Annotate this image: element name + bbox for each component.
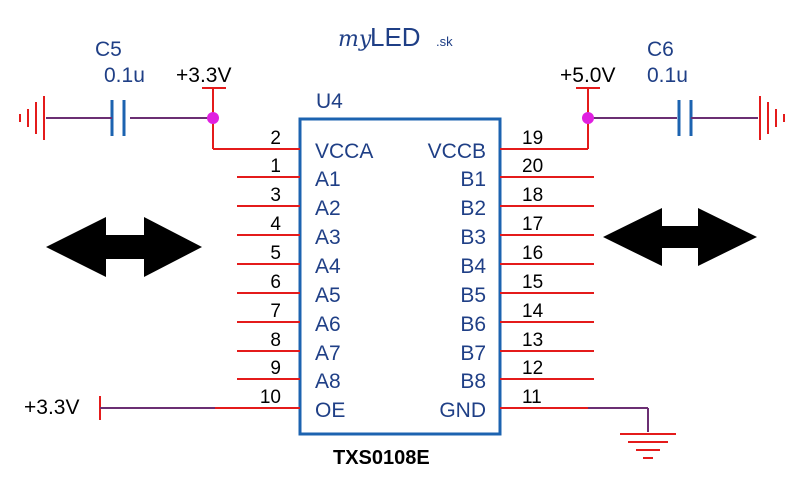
ground-icon (759, 96, 785, 140)
chip-designator: U4 (316, 90, 343, 113)
logo-caps-text: LED (370, 22, 421, 52)
pin-name: B4 (460, 255, 486, 278)
vcca-supply-net: +3.3V (130, 64, 240, 150)
pin-number: 9 (270, 358, 281, 379)
left-bidirectional-arrow-icon (46, 217, 202, 277)
logo-script-text: my (338, 27, 372, 52)
capacitor-c6: C6 0.1u (647, 38, 785, 140)
pin-number: 19 (522, 128, 543, 149)
capacitor-icon (110, 100, 126, 136)
junction-dot-icon (582, 112, 594, 124)
pin-number: 4 (270, 214, 281, 235)
pin-name: VCCB (428, 140, 486, 163)
chip-body (298, 117, 502, 436)
pin-number: 7 (270, 301, 281, 322)
capacitor-c5: C5 0.1u (19, 38, 145, 140)
oe-supply-net: +3.3V (24, 396, 215, 420)
pin-name: B3 (460, 226, 486, 249)
left-pin: 5A4 (237, 243, 341, 278)
pin-name: A5 (315, 284, 341, 307)
pin-number: 18 (522, 185, 543, 206)
left-pin: 1A1 (237, 156, 341, 191)
pin-name: B2 (460, 197, 486, 220)
pin-name: A6 (315, 313, 341, 336)
pin-name: GND (439, 399, 486, 422)
pin-number: 2 (270, 128, 281, 149)
left-pin: 9A8 (237, 358, 341, 393)
pin-number: 6 (270, 272, 281, 293)
pin-number: 20 (522, 156, 543, 177)
pin-number: 17 (522, 214, 543, 235)
pin-name: A1 (315, 168, 341, 191)
bidirectional-arrow-icon (46, 217, 202, 277)
c5-value: 0.1u (104, 64, 145, 87)
pin-number: 10 (260, 387, 281, 408)
pin-name: VCCA (315, 140, 373, 163)
gnd-net (588, 407, 676, 459)
left-pin: 3A2 (237, 185, 341, 220)
left-pin: 4A3 (237, 214, 341, 249)
pin-name: A3 (315, 226, 341, 249)
capacitor-icon (677, 100, 693, 136)
pin-number: 12 (522, 358, 543, 379)
ground-icon (620, 433, 676, 459)
pin-number: 5 (270, 243, 281, 264)
pin-name: B6 (460, 313, 486, 336)
right-bidirectional-arrow-icon (603, 208, 757, 266)
pin-name: B8 (460, 370, 486, 393)
pin-number: 13 (522, 330, 543, 351)
vccb-rail-label: +5.0V (560, 64, 615, 87)
bidirectional-arrow-icon (603, 208, 757, 266)
pin-name: OE (315, 399, 345, 422)
vccb-supply-net: +5.0V (560, 64, 677, 150)
c6-value: 0.1u (647, 64, 688, 87)
pin-name: A2 (315, 197, 341, 220)
left-pin: 8A7 (237, 330, 341, 365)
pin-name: B5 (460, 284, 486, 307)
pin-number: 16 (522, 243, 543, 264)
ground-icon (19, 96, 45, 140)
pin-number: 1 (270, 156, 281, 177)
pin-name: A8 (315, 370, 341, 393)
left-pin: 6A5 (237, 272, 341, 307)
c6-designator: C6 (647, 38, 674, 61)
pin-number: 3 (270, 185, 281, 206)
pin-number: 14 (522, 301, 544, 322)
pin-name: A4 (315, 255, 341, 278)
pin-number: 8 (270, 330, 281, 351)
vcca-rail-label: +3.3V (176, 64, 231, 87)
logo-suffix-text: .sk (436, 34, 453, 49)
oe-rail-label: +3.3V (24, 396, 79, 419)
pin-name: B7 (460, 342, 486, 365)
junction-dot-icon (207, 112, 219, 124)
pin-name: A7 (315, 342, 341, 365)
right-pin-group: 19VCCB20B118B217B316B415B514B613B712B811… (428, 128, 594, 422)
pin-number: 15 (522, 272, 543, 293)
c5-designator: C5 (95, 38, 122, 61)
pin-name: B1 (460, 168, 486, 191)
chip-part-number: TXS0108E (333, 447, 430, 469)
myled-logo: my LED .sk (338, 22, 453, 52)
pin-number: 11 (522, 387, 542, 408)
left-pin: 7A6 (237, 301, 341, 336)
